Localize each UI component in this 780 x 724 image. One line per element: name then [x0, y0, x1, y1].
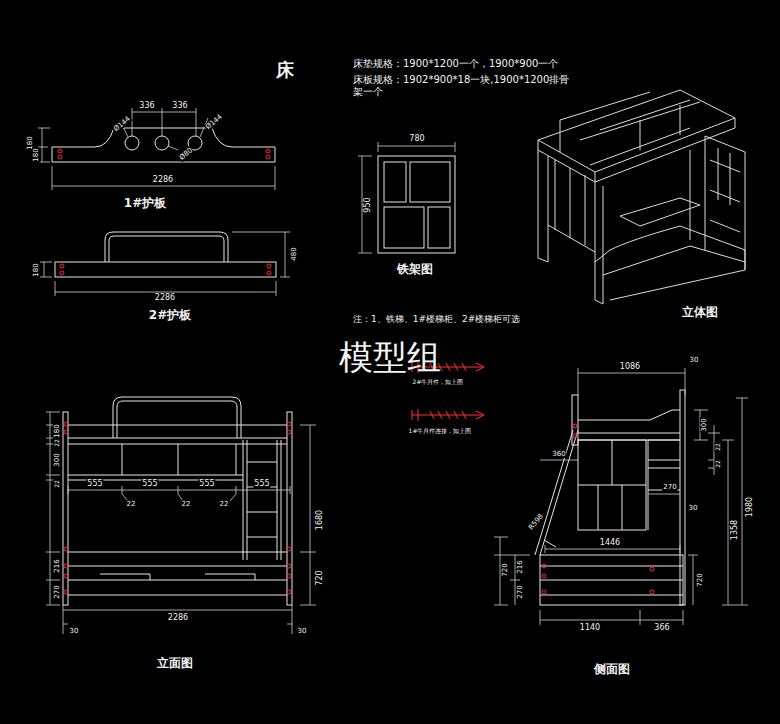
dimension-text: 300: [53, 452, 61, 467]
dimension-text: 480: [290, 246, 298, 261]
isometric-view: [538, 90, 745, 304]
dimension-text: 22: [181, 500, 192, 508]
dimension-text: 1#护板: [123, 197, 167, 211]
dimension-text: 铁架图: [396, 263, 434, 277]
dimension-text: 22: [219, 500, 230, 508]
dimension-text: Ø144: [203, 112, 224, 132]
dimension-text: 床板规格：1902*900*18一块,1900*1200排骨架一个: [352, 74, 576, 97]
iron-frame: [358, 142, 455, 253]
dimension-text: 1086: [619, 362, 641, 371]
dimension-text: 2#牛月件，如上图: [412, 379, 465, 386]
dimension-text: 1680: [315, 509, 324, 531]
dimension-text: 1#牛月件连接，如上图: [408, 428, 473, 435]
dimension-text: 22: [715, 442, 722, 452]
dimension-text: 注：1、铁梯、1#楼梯柜、2#楼梯柜可选: [352, 314, 521, 324]
dimension-text: 720: [315, 569, 324, 586]
dimension-text: 720: [501, 562, 509, 577]
dimension-text: Ø144: [111, 114, 132, 134]
dimension-text: 216: [516, 559, 524, 574]
dimension-text: 336: [171, 101, 188, 110]
dimension-text: 30: [69, 627, 80, 635]
watermark: 模型组: [338, 338, 442, 377]
front-elevation: [46, 397, 316, 634]
dimension-text: 366: [653, 623, 670, 632]
dimension-text: 180: [53, 423, 61, 438]
dimension-text: 立面图: [156, 657, 194, 671]
dimension-text: 555: [198, 479, 215, 488]
dimension-text: 30: [297, 627, 308, 635]
dimension-text: 30: [688, 504, 699, 512]
guard-board-2: [40, 232, 290, 296]
dimension-text: 1140: [579, 623, 601, 632]
dimension-text: 2286: [152, 175, 174, 184]
dimension-text: 270: [662, 483, 677, 491]
dimension-text: 1446: [599, 538, 621, 547]
dimension-text: 1980: [745, 496, 754, 518]
dimension-text: 1358: [730, 519, 739, 541]
dimension-text: 780: [408, 134, 425, 143]
dimension-text: 555: [253, 479, 270, 488]
dimension-text: 22: [715, 459, 722, 469]
dimension-text: 336: [138, 101, 155, 110]
dimension-text: 180: [32, 262, 40, 277]
dimension-text: 2286: [154, 293, 176, 302]
dimension-text: 300: [700, 417, 708, 432]
dimension-text: 216: [53, 558, 61, 573]
guard-board-1: [38, 108, 275, 190]
dimension-text: 22: [54, 438, 61, 448]
dimension-text: 555: [86, 479, 103, 488]
dimension-text: 270: [53, 584, 61, 599]
dimension-text: 2#护板: [148, 309, 192, 323]
dimension-text: 555: [141, 479, 158, 488]
dimension-text: 360: [551, 450, 566, 458]
dimension-text: 22: [126, 500, 137, 508]
dimension-text: 950: [363, 196, 372, 213]
dimension-text: 床垫规格：1900*1200一个，1900*900一个: [352, 58, 559, 70]
dimension-text: 30: [689, 356, 700, 364]
dimension-text: Ø80: [177, 146, 195, 163]
dimension-text: 180: [32, 147, 40, 162]
dimension-text: 2286: [167, 613, 189, 622]
side-elevation: [494, 368, 748, 625]
dimension-text: 720: [696, 572, 704, 587]
dimension-text: 立体图: [681, 306, 719, 320]
drawing-title: 床: [275, 60, 295, 81]
dimension-text: 侧面图: [593, 663, 631, 677]
dimension-text: 270: [516, 584, 524, 599]
dimension-text: 22: [54, 479, 61, 489]
